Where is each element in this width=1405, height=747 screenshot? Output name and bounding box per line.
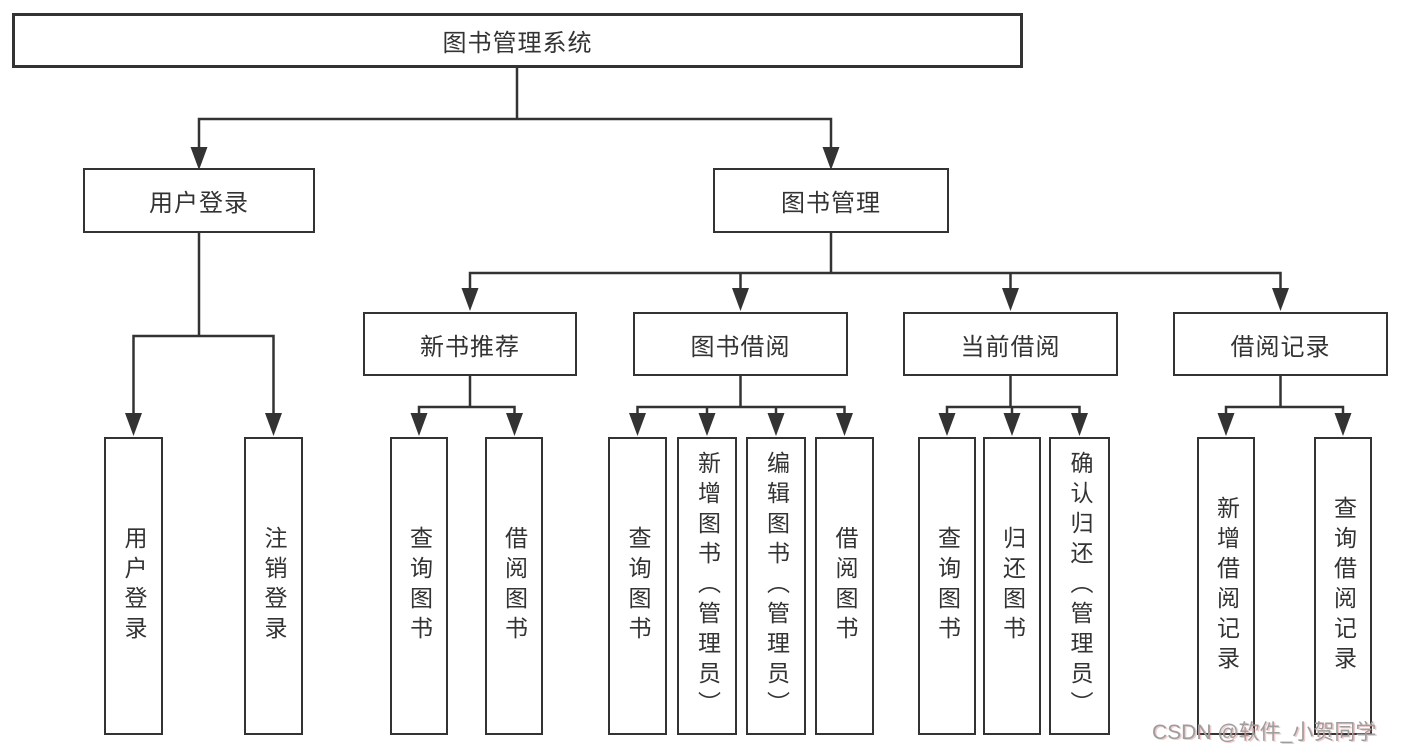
node-leaf-add-borrow-record-label: 新增借阅记录 xyxy=(1213,496,1240,676)
node-new-book-recommend: 新书推荐 xyxy=(363,312,577,376)
node-book-borrow: 图书借阅 xyxy=(633,312,848,376)
node-leaf-user-login: 用户登录 xyxy=(104,437,163,735)
csdn-watermark: CSDN @软件_小贺同学 xyxy=(1152,721,1377,744)
node-leaf-query-borrow-record-label: 查询借阅记录 xyxy=(1330,496,1357,676)
node-leaf-borrow-books-2-label: 借阅图书 xyxy=(832,526,858,646)
node-root: 图书管理系统 xyxy=(12,13,1023,68)
node-leaf-query-books-1-label: 查询图书 xyxy=(406,526,433,646)
node-leaf-add-borrow-record: 新增借阅记录 xyxy=(1197,437,1255,735)
node-leaf-query-books-3: 查询图书 xyxy=(918,437,976,735)
node-leaf-return-books: 归还图书 xyxy=(983,437,1041,735)
node-leaf-query-books-2: 查询图书 xyxy=(608,437,667,735)
node-leaf-query-borrow-record: 查询借阅记录 xyxy=(1314,437,1372,735)
node-leaf-query-books-3-label: 查询图书 xyxy=(934,526,961,646)
node-current-borrow: 当前借阅 xyxy=(903,312,1118,376)
node-leaf-add-books-admin-label: 新增图书（管理员） xyxy=(694,451,721,721)
node-leaf-edit-books-admin: 编辑图书（管理员） xyxy=(746,437,806,735)
node-leaf-borrow-books-1-label: 借阅图书 xyxy=(501,526,528,646)
node-new-book-recommend-label: 新书推荐 xyxy=(420,333,520,361)
node-book-management-label: 图书管理 xyxy=(781,190,881,217)
arrowheads xyxy=(125,147,1352,436)
node-book-management: 图书管理 xyxy=(713,168,949,233)
node-leaf-borrow-books-1: 借阅图书 xyxy=(485,437,543,735)
node-user-login: 用户登录 xyxy=(83,168,315,233)
node-leaf-add-books-admin: 新增图书（管理员） xyxy=(677,437,737,735)
node-book-borrow-label: 图书借阅 xyxy=(690,333,791,361)
node-root-label: 图书管理系统 xyxy=(442,30,593,57)
node-leaf-confirm-return-admin: 确认归还（管理员） xyxy=(1049,437,1110,735)
node-leaf-query-books-2-label: 查询图书 xyxy=(625,526,651,646)
node-leaf-return-books-label: 归还图书 xyxy=(999,526,1026,646)
node-leaf-query-books-1: 查询图书 xyxy=(390,437,448,735)
node-borrow-records: 借阅记录 xyxy=(1173,312,1388,376)
node-leaf-logout: 注销登录 xyxy=(244,437,303,735)
node-leaf-borrow-books-2: 借阅图书 xyxy=(815,437,874,735)
node-leaf-confirm-return-admin-label: 确认归还（管理员） xyxy=(1067,451,1093,721)
node-leaf-user-login-label: 用户登录 xyxy=(121,526,147,646)
node-current-borrow-label: 当前借阅 xyxy=(960,333,1061,361)
node-leaf-logout-label: 注销登录 xyxy=(261,526,287,646)
node-user-login-label: 用户登录 xyxy=(149,190,249,217)
node-leaf-edit-books-admin-label: 编辑图书（管理员） xyxy=(763,451,790,721)
node-borrow-records-label: 借阅记录 xyxy=(1230,333,1331,361)
